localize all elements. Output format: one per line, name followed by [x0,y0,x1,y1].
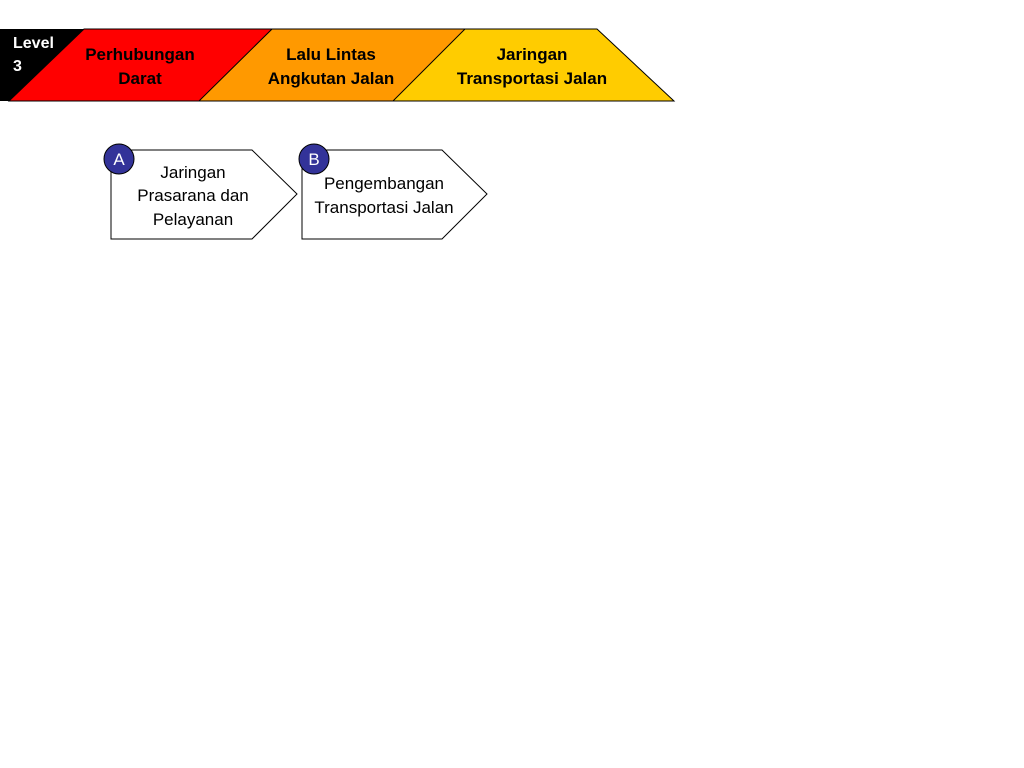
level-badge-bg [0,29,84,101]
process-step-a: Jaringan Prasarana dan Pelayanan A [103,143,298,240]
breadcrumb-lalu-lintas-line1: Lalu Lintas [286,45,376,64]
breadcrumb-perhubungan-line2: Darat [118,69,162,88]
step-a-badge-label: A [113,150,125,169]
breadcrumb-jaringan-line1: Jaringan [497,45,568,64]
breadcrumb-banner: Level 3 Perhubungan Darat Lalu Lintas An… [0,28,676,102]
step-b-line1: Pengembangan [324,174,444,193]
step-a-line2: Prasarana dan [137,186,249,205]
step-b-chevron [301,149,488,240]
level-label-line1: Level [13,35,54,52]
breadcrumb-lalu-lintas-line2: Angkutan Jalan [268,69,395,88]
process-step-b: Pengembangan Transportasi Jalan B [298,143,488,240]
step-a-badge [103,143,135,175]
step-b-badge [298,143,330,175]
step-b-badge-label: B [308,150,319,169]
step-b-line2: Transportasi Jalan [314,198,453,217]
step-a-line1: Jaringan [160,163,225,182]
breadcrumb-jaringan-line2: Transportasi Jalan [457,69,607,88]
breadcrumb-perhubungan-line1: Perhubungan [85,45,195,64]
step-a-chevron [110,149,298,240]
level-label-line2: 3 [13,58,22,75]
step-a-line3: Pelayanan [153,210,233,229]
